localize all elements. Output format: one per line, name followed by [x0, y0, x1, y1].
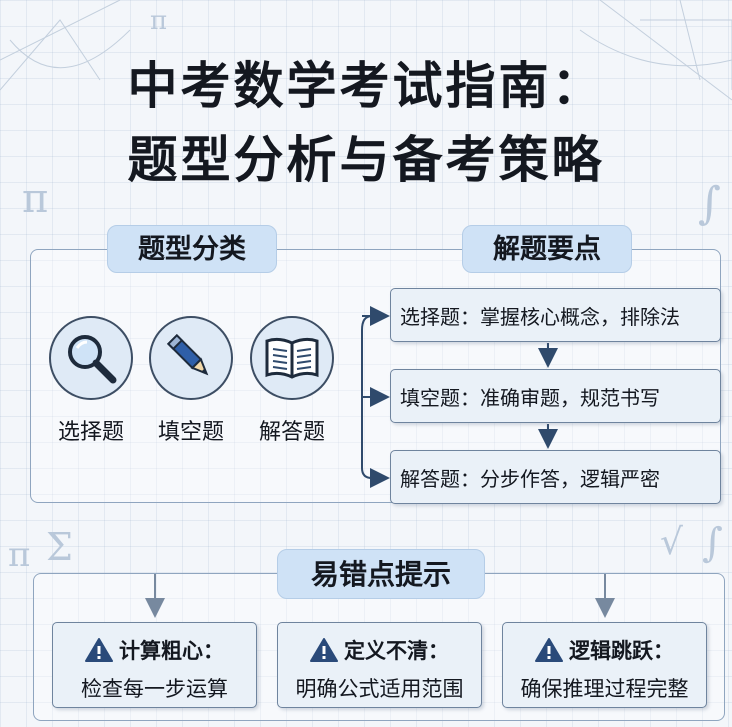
sigma-symbol: Σ: [46, 525, 73, 569]
magnifier-icon: [68, 335, 117, 384]
sqrt-symbol: √: [660, 522, 683, 563]
error-tips-heading: 易错点提示: [277, 549, 485, 599]
error-tip-definition: 定义不清： 明确公式适用范围: [277, 622, 482, 708]
open-book-icon: [265, 337, 319, 379]
key-point-fill: 填空题：准确审题，规范书写: [390, 369, 721, 423]
pi-symbol: π: [150, 6, 168, 36]
select-question-circle: [49, 316, 133, 400]
question-types-heading: 题型分类: [107, 225, 277, 273]
error-tip-desc: 检查每一步运算: [81, 677, 228, 701]
answer-question-circle: [250, 316, 334, 400]
warning-icon: [535, 638, 563, 662]
error-tip-calculation: 计算粗心： 检查每一步运算: [52, 622, 257, 708]
warning-icon: [85, 638, 113, 662]
key-point-select: 选择题：掌握核心概念，排除法: [390, 288, 721, 342]
page-title-line-2: 题型分析与备考策略: [127, 131, 605, 189]
category-label-fill: 填空题: [157, 420, 224, 445]
fill-blank-circle: [149, 316, 233, 400]
category-label-select: 选择题: [57, 420, 124, 445]
integral-symbol: ∫: [702, 520, 723, 566]
warning-icon: [310, 638, 338, 662]
key-point-text: 解答题：分步作答，逻辑严密: [400, 466, 660, 491]
page-title-line-1: 中考数学考试指南：: [127, 57, 605, 115]
error-tip-title: 计算粗心：: [53, 635, 256, 665]
pi-symbol: π: [8, 535, 31, 575]
category-label-answer: 解答题: [258, 420, 325, 445]
integral-symbol: ∫: [698, 178, 721, 229]
error-tip-desc: 明确公式适用范围: [295, 677, 464, 701]
key-point-text: 选择题：掌握核心概念，排除法: [400, 304, 680, 329]
error-tip-logic: 逻辑跳跃： 确保推理过程完整: [502, 622, 707, 708]
error-tip-desc: 确保推理过程完整: [520, 677, 689, 701]
error-tip-title: 逻辑跳跃：: [503, 635, 706, 665]
pi-symbol: π: [22, 176, 49, 222]
key-point-text: 填空题：准确审题，规范书写: [400, 385, 660, 410]
error-tip-title: 定义不清：: [278, 635, 481, 665]
key-points-heading: 解题要点: [462, 225, 632, 273]
pencil-icon: [166, 333, 209, 376]
key-point-answer: 解答题：分步作答，逻辑严密: [390, 450, 721, 504]
